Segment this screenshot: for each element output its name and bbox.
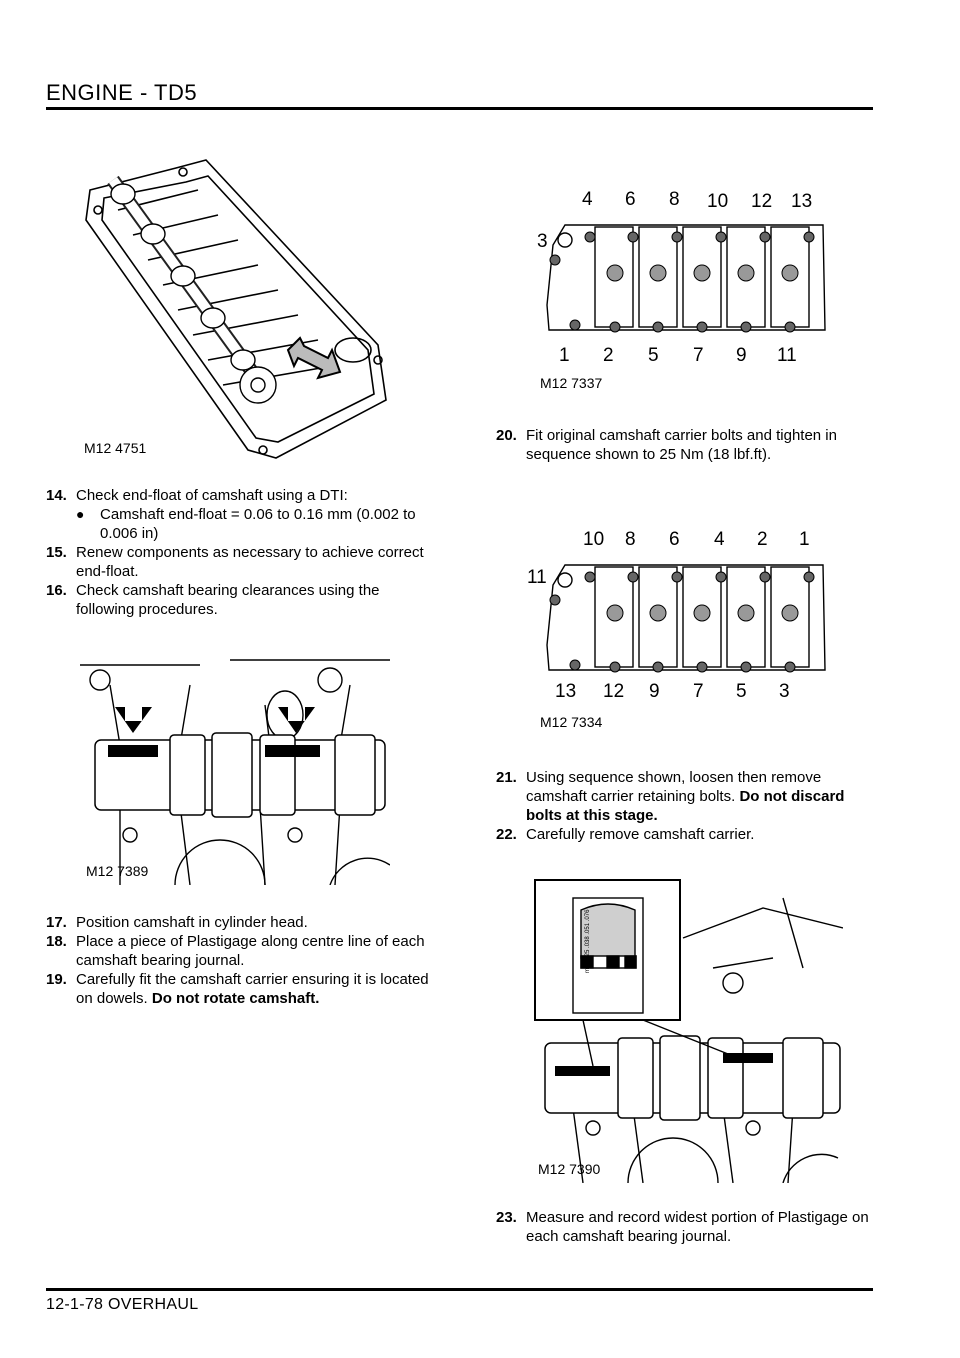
bolt-number: 3: [537, 231, 548, 252]
instructions-20: 20.Fit original camshaft carrier bolts a…: [496, 426, 876, 464]
bolt-number: 3: [779, 681, 790, 702]
bolt-number: 8: [669, 189, 680, 210]
figure-loosen-sequence: 10 8 6 4 2 1 11 13 12 9 7 5 3 M12 7334: [527, 525, 835, 740]
bolt-number: 4: [582, 189, 593, 210]
figure-tighten-sequence: 4 6 8 10 12 13 3 1 2 5 7 9 11 M12 7337: [535, 185, 835, 395]
bolt-number: 4: [714, 529, 725, 550]
figure-plastigage-measure: mm .025 .038 .051 .076 M12 7390: [533, 878, 843, 1183]
page-footer: 12-1-78 OVERHAUL: [46, 1296, 199, 1313]
bolt-number: 9: [736, 345, 747, 366]
figure-code: M12 4751: [84, 440, 147, 456]
step-17: 17.Position camshaft in cylinder head.: [46, 914, 308, 931]
bolt-number: 7: [693, 345, 704, 366]
figure-code: M12 7389: [86, 863, 149, 879]
bolt-number: 11: [527, 567, 547, 588]
instructions-14-16: 14.Check end-float of camshaft using a D…: [46, 486, 431, 619]
figure-code: M12 7337: [540, 375, 603, 391]
bolt-number: 7: [693, 681, 704, 702]
bolt-number: 12: [603, 681, 625, 702]
bolt-number: 6: [669, 529, 680, 550]
step-22: 22.Carefully remove camshaft carrier.: [496, 826, 755, 843]
bolt-number: 1: [559, 345, 570, 366]
bolt-number: 5: [736, 681, 747, 702]
gauge-scale: mm .025 .038 .051 .076: [585, 909, 591, 973]
step-20: 20.Fit original camshaft carrier bolts a…: [496, 427, 837, 463]
footer-rule: [46, 1288, 873, 1291]
bolt-number: 11: [777, 345, 797, 366]
step-14: 14.Check end-float of camshaft using a D…: [46, 487, 348, 504]
bolt-number: 5: [648, 345, 659, 366]
step-21: 21. Using sequence shown, loosen then re…: [496, 769, 845, 824]
bolt-number: 9: [649, 681, 660, 702]
figure-plastigage-placement: M12 7389: [80, 645, 390, 885]
instructions-23: 23.Measure and record widest portion of …: [496, 1208, 876, 1246]
bolt-number: 13: [555, 681, 577, 702]
instructions-17-19: 17.Position camshaft in cylinder head. 1…: [46, 913, 436, 1008]
instructions-21-22: 21. Using sequence shown, loosen then re…: [496, 768, 876, 844]
bolt-number: 2: [603, 345, 614, 366]
step-16: 16.Check camshaft bearing clearances usi…: [46, 582, 380, 618]
step-14-bullet: ●Camshaft end-float = 0.06 to 0.16 mm (0…: [76, 506, 416, 542]
figure-code: M12 7390: [538, 1161, 601, 1177]
header-rule: [46, 107, 873, 110]
page-title: ENGINE - TD5: [46, 80, 198, 105]
step-23: 23.Measure and record widest portion of …: [496, 1209, 869, 1245]
bolt-number: 12: [751, 191, 773, 212]
step-19: 19. Carefully fit the camshaft carrier e…: [46, 971, 429, 1007]
bolt-number: 2: [757, 529, 768, 550]
figure-camshaft-endfloat: M12 4751: [78, 150, 408, 470]
bolt-number: 1: [799, 529, 810, 550]
step-18: 18.Place a piece of Plastigage along cen…: [46, 933, 425, 969]
bolt-number: 6: [625, 189, 636, 210]
bolt-number: 10: [707, 191, 729, 212]
figure-code: M12 7334: [540, 714, 603, 730]
bolt-number: 13: [791, 191, 813, 212]
bolt-number: 10: [583, 529, 605, 550]
bolt-number: 8: [625, 529, 636, 550]
step-15: 15.Renew components as necessary to achi…: [46, 544, 424, 580]
